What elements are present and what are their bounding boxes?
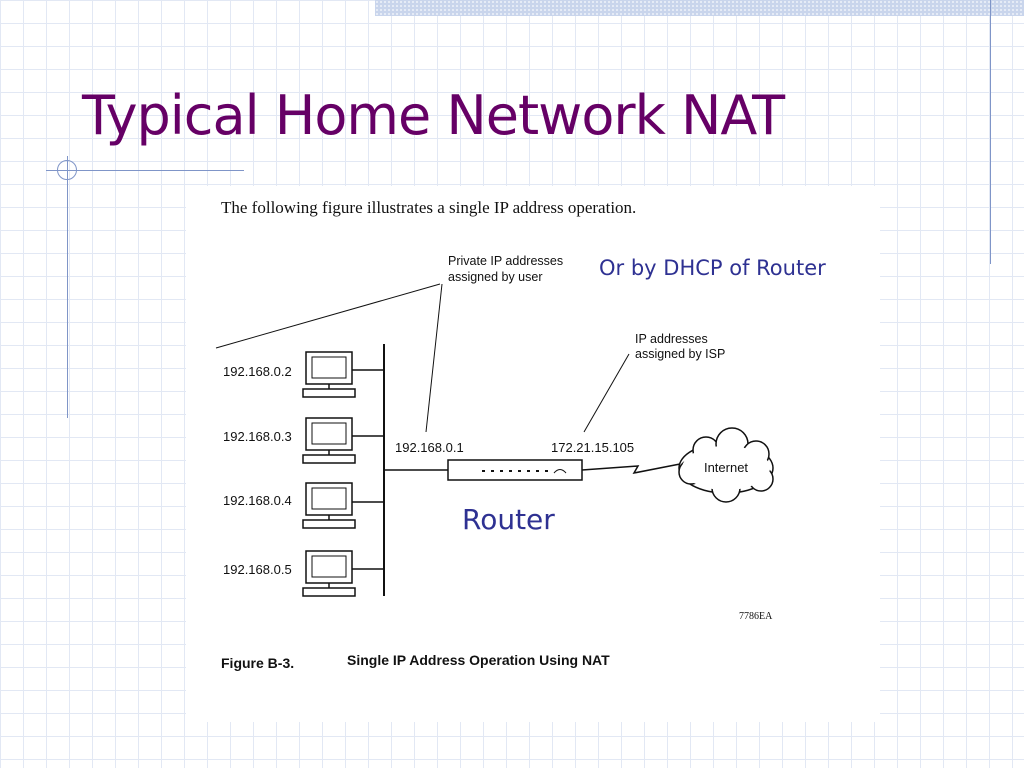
cloud-icon	[678, 427, 774, 503]
dhcp-note: Or by DHCP of Router	[599, 256, 826, 280]
host-ip-label: 192.168.0.2	[223, 364, 292, 379]
router-icon	[447, 459, 583, 481]
private-ip-label-line1: Private IP addresses	[448, 254, 563, 268]
right-decorative-rule	[990, 0, 991, 264]
decorative-circle-icon	[57, 160, 77, 180]
caption-figure-number: Figure B-3.	[221, 655, 294, 671]
router-note: Router	[462, 503, 555, 536]
isp-ip-label-line2: assigned by ISP	[635, 347, 725, 361]
internet-label: Internet	[704, 460, 748, 475]
private-callout-line-hosts	[215, 283, 441, 349]
computer-icon	[302, 351, 356, 398]
network-diagram: The following figure illustrates a singl…	[215, 198, 774, 671]
host-ip-label: 192.168.0.3	[223, 429, 292, 444]
isp-ip-label-line1: IP addresses	[635, 332, 708, 346]
private-callout-line-router	[425, 283, 443, 433]
computer-icon	[302, 550, 356, 597]
router-lan-ip-label: 192.168.0.1	[395, 440, 464, 455]
computer-icon	[302, 417, 356, 464]
private-ip-label-line2: assigned by user	[448, 270, 543, 284]
host-ip-label: 192.168.0.4	[223, 493, 292, 508]
isp-callout-line	[583, 353, 630, 433]
top-decorative-band	[375, 0, 1024, 16]
router-wan-ip-label: 172.21.15.105	[551, 440, 634, 455]
figure-intro-text: The following figure illustrates a singl…	[221, 198, 636, 217]
wan-link-zigzag	[581, 463, 681, 475]
left-decorative-rule	[67, 156, 68, 418]
figure-panel: The following figure illustrates a singl…	[186, 186, 880, 722]
slide-title: Typical Home Network NAT	[82, 84, 785, 147]
host-ip-label: 192.168.0.5	[223, 562, 292, 577]
caption-title: Single IP Address Operation Using NAT	[347, 652, 610, 668]
figure-code-label: 7786EA	[739, 611, 773, 622]
computer-icon	[302, 482, 356, 529]
title-underline-rule	[46, 170, 244, 171]
